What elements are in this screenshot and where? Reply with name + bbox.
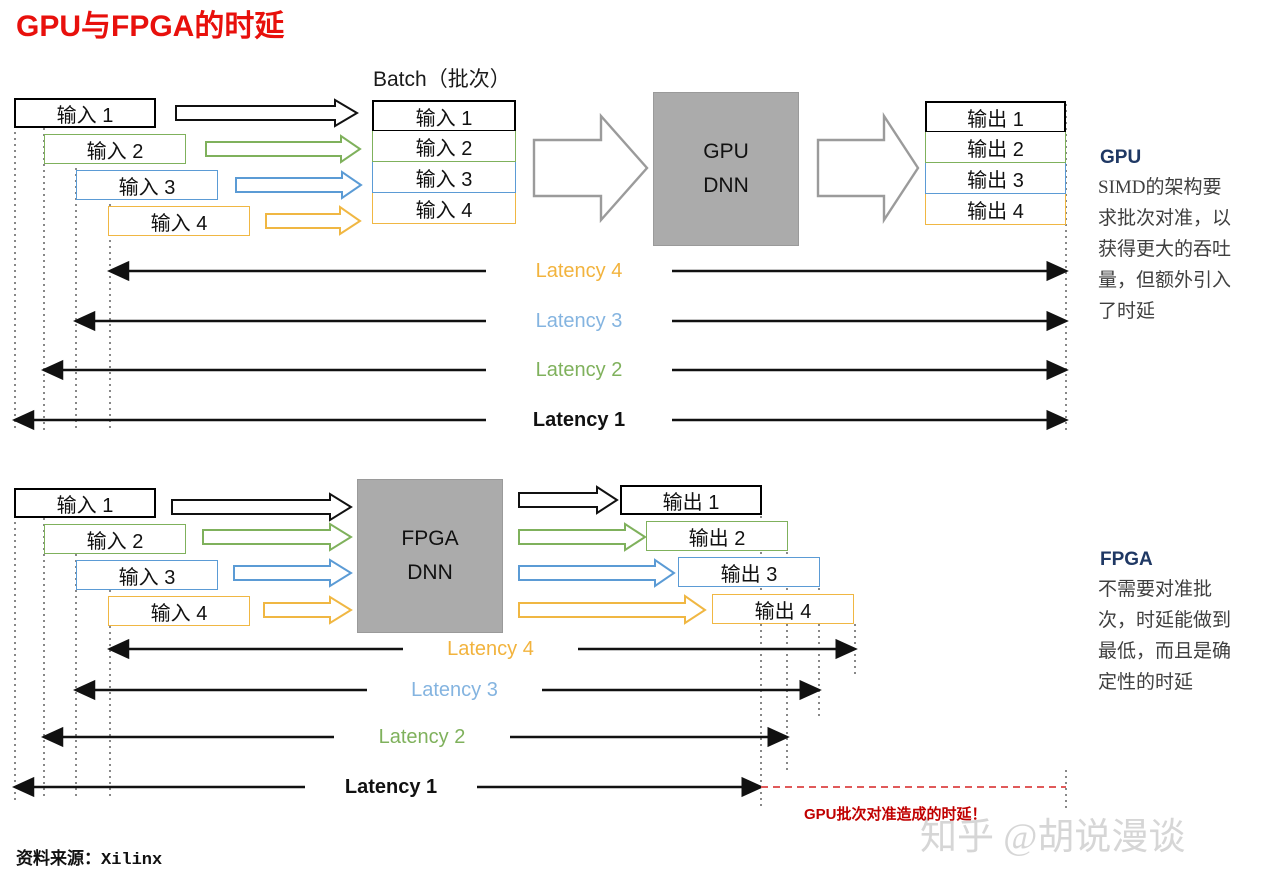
gpu-processor-block: GPU DNN xyxy=(653,92,799,246)
latency-penalty-annotation: GPU批次对准造成的时延！ xyxy=(804,806,987,823)
gpu-latency-label-1: Latency 1 xyxy=(532,409,626,431)
gpu-input-box-2: 输入 2 xyxy=(44,134,186,164)
gpu-processor-line-1: GPU xyxy=(703,140,749,163)
fpga-note-heading: FPGA xyxy=(1100,549,1153,570)
gpu-input-box-1: 输入 1 xyxy=(14,98,156,128)
fpga-latency-label-2: Latency 2 xyxy=(378,726,466,748)
fpga-processor-line-2: DNN xyxy=(407,561,453,584)
gpu-batch-row-4: 输入 4 xyxy=(372,193,516,224)
fpga-latency-label-3: Latency 3 xyxy=(411,679,498,701)
fpga-latency-label-1: Latency 1 xyxy=(344,776,438,798)
gpu-latency-label-4: Latency 4 xyxy=(535,260,623,282)
fpga-note-body: 不需要对准批次，时延能做到最低，而且是确定性的时延 xyxy=(1098,579,1232,693)
fpga-input-box-3: 输入 3 xyxy=(76,560,218,590)
fpga-latency-label-4: Latency 4 xyxy=(447,638,534,660)
gpu-latency-label-2: Latency 2 xyxy=(535,359,623,381)
gpu-latency-label-3: Latency 3 xyxy=(535,310,623,332)
fpga-input-box-4: 输入 4 xyxy=(108,596,250,626)
page-title: GPU与FPGA的时延 xyxy=(16,10,285,43)
fpga-output-box-3: 输出 3 xyxy=(678,557,820,587)
gpu-output-row-4: 输出 4 xyxy=(925,194,1066,225)
watermark: 知乎 @胡说漫谈 xyxy=(920,817,1186,858)
fpga-output-box-2: 输出 2 xyxy=(646,521,788,551)
gpu-output-row-1: 输出 1 xyxy=(925,101,1066,132)
gpu-batch-row-3: 输入 3 xyxy=(372,162,516,193)
fpga-output-box-4: 输出 4 xyxy=(712,594,854,624)
batch-label: Batch（批次） xyxy=(373,68,511,91)
gpu-output-row-2: 输出 2 xyxy=(925,132,1066,163)
gpu-input-box-4: 输入 4 xyxy=(108,206,250,236)
gpu-note-body: SIMD的架构要求批次对准，以获得更大的吞吐量，但额外引入了时延 xyxy=(1098,177,1232,322)
fpga-input-box-2: 输入 2 xyxy=(44,524,186,554)
fpga-processor-block: FPGA DNN xyxy=(357,479,503,633)
gpu-batch-row-1: 输入 1 xyxy=(372,100,516,131)
gpu-batch-row-2: 输入 2 xyxy=(372,131,516,162)
fpga-output-box-1: 输出 1 xyxy=(620,485,762,515)
fpga-processor-line-1: FPGA xyxy=(401,527,459,550)
gpu-input-box-3: 输入 3 xyxy=(76,170,218,200)
source-footer: 资料来源：Xilinx xyxy=(16,851,163,870)
gpu-processor-line-2: DNN xyxy=(703,174,749,197)
gpu-output-row-3: 输出 3 xyxy=(925,163,1066,194)
fpga-input-box-1: 输入 1 xyxy=(14,488,156,518)
gpu-note-heading: GPU xyxy=(1100,147,1142,168)
